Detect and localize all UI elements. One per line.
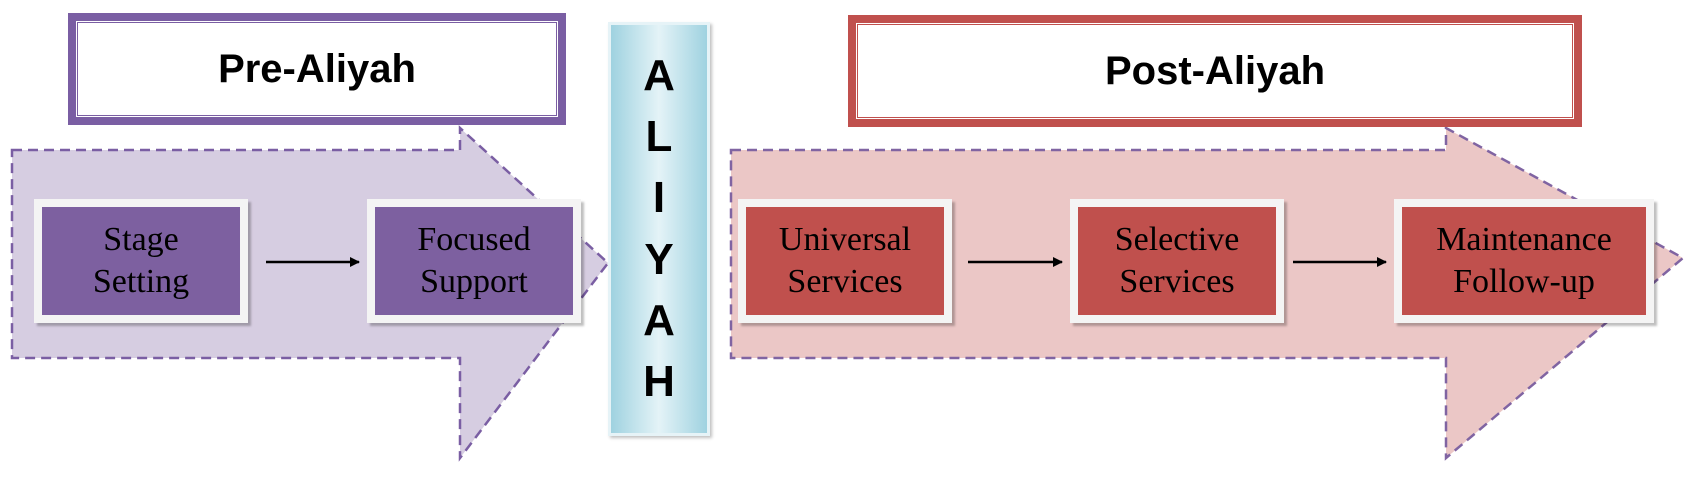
selective-services-label-line1: Selective — [1114, 221, 1240, 258]
aliyah-letter: A — [643, 50, 675, 100]
aliyah-letter: I — [652, 173, 666, 223]
selective-services-box: Selective Services — [1070, 199, 1284, 323]
post-aliyah-header: Post-Aliyah — [848, 15, 1582, 127]
aliyah-letter: L — [645, 111, 673, 161]
aliyah-letter: H — [643, 357, 675, 407]
stage-setting-label-line2: Setting — [92, 263, 190, 300]
maintenance-follow-up-label-line1: Maintenance — [1436, 221, 1612, 258]
focused-support-label-line2: Support — [420, 263, 528, 300]
pre-aliyah-header: Pre-Aliyah — [68, 13, 566, 125]
focused-support-label-line1: Focused — [417, 221, 531, 258]
stage-setting-label-line1: Stage — [103, 221, 179, 258]
maintenance-follow-up-label-line2: Follow-up — [1453, 263, 1595, 300]
universal-services-label-line2: Services — [787, 263, 903, 300]
focused-support-box: Focused Support — [367, 199, 581, 323]
aliyah-letter: A — [643, 295, 675, 345]
pre-aliyah-title: Pre-Aliyah — [75, 20, 559, 118]
selective-services-label-line2: Services — [1119, 263, 1235, 300]
universal-services-label-line1: Universal — [778, 221, 912, 258]
maintenance-follow-up-box: Maintenance Follow-up — [1394, 199, 1654, 323]
stage-setting-box: Stage Setting — [34, 199, 248, 323]
aliyah-vertical-bar: A L I Y A H — [608, 22, 710, 436]
aliyah-letter: Y — [644, 234, 674, 284]
universal-services-box: Universal Services — [738, 199, 952, 323]
post-aliyah-title: Post-Aliyah — [855, 22, 1575, 120]
